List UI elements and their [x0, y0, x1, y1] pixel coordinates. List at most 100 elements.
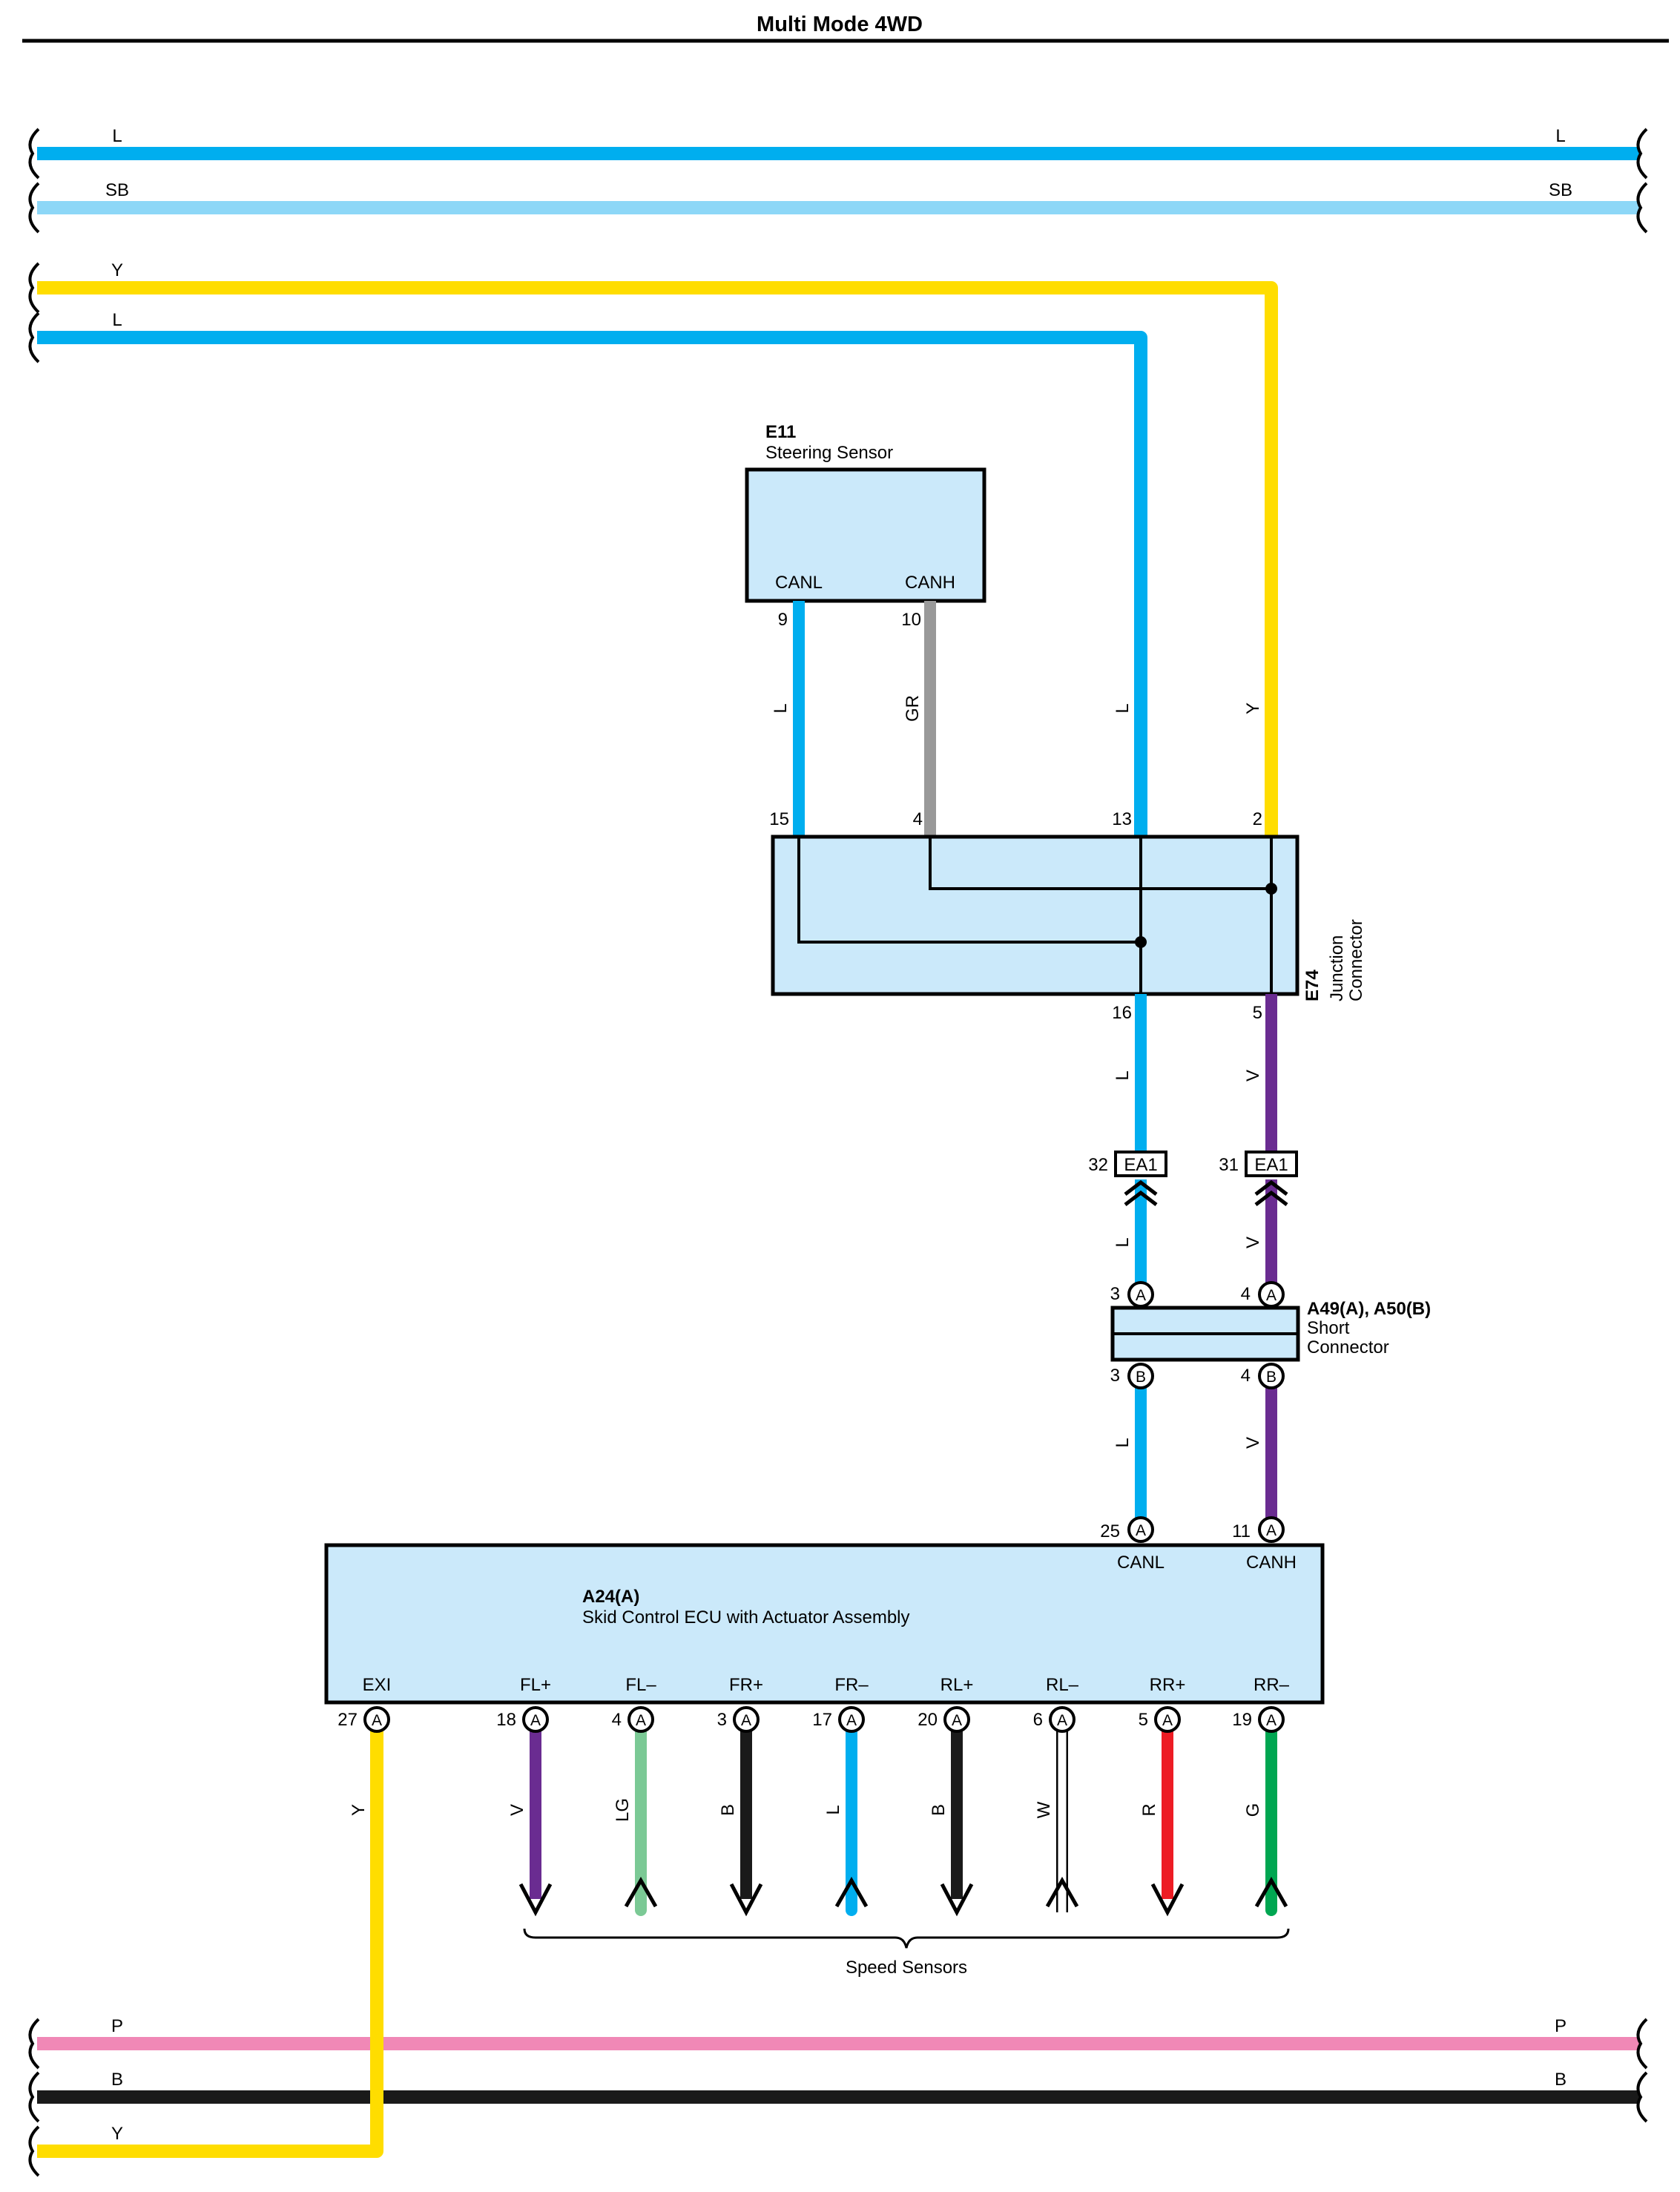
jc-trace-canl: [797, 837, 1141, 944]
pin-marker: A: [1154, 1706, 1181, 1733]
wavy-break-icon: [1636, 128, 1648, 180]
jc-splice-dot: [1265, 883, 1277, 895]
wire-code-l-right: L: [1113, 703, 1133, 713]
svg-text:A: A: [1266, 1287, 1277, 1304]
wavy-break-icon: [28, 2125, 40, 2177]
skid-control-ecu: A24(A) Skid Control ECU with Actuator As…: [324, 1521, 1325, 1705]
ea1-label-left: EA1: [1124, 1155, 1157, 1175]
ecu-box: [324, 1543, 1325, 1705]
svg-text:A: A: [1136, 1522, 1146, 1539]
sensor-wire-code: B: [929, 1804, 949, 1816]
ecu-pin-label: FL–: [625, 1675, 656, 1695]
svg-text:B: B: [1136, 1369, 1146, 1386]
ea1-box-right: [1245, 1151, 1298, 1177]
wavy-break-icon: [28, 182, 40, 234]
wire-code-v-ea1: V: [1243, 1237, 1263, 1248]
feed-wire-exi: [37, 1719, 383, 2158]
wavy-break-icon: [1636, 2071, 1648, 2123]
ecu-pin-label: RL+: [941, 1675, 974, 1695]
wire-code-v: V: [1243, 1070, 1263, 1082]
ecu-pin-number: 27: [337, 1710, 358, 1730]
steering-pin-canl-label: CANL: [775, 573, 823, 593]
wire-code-l-sc: L: [1113, 1438, 1133, 1447]
feed-wires: Y L Y: [28, 260, 1278, 2177]
ecu-bottom-pins: A27EXIYA18FL+VA4FL–LGA3FR+BA17FR–LA20RL+…: [337, 1675, 1290, 1917]
speed-sensors-brace: [523, 1928, 1290, 1949]
pin-marker: A: [1049, 1706, 1075, 1733]
sensor-wire-code: Y: [349, 1804, 369, 1816]
speed-sensors-label: Speed Sensors: [846, 1958, 967, 1978]
e11-wires: 9 10 L GR: [771, 601, 936, 837]
svg-text:A: A: [952, 1712, 962, 1729]
sc-pin-4b: 4: [1241, 1366, 1251, 1386]
ea1-chevron-icon: [1254, 1179, 1288, 1206]
ecu-label-canl: CANL: [1117, 1553, 1165, 1573]
steering-sensor-id: E11: [765, 422, 796, 442]
wire-code-l-canl: L: [771, 703, 791, 713]
sensor-wire-code: G: [1243, 1803, 1263, 1817]
ecu-pin-number: 5: [1139, 1710, 1148, 1730]
pin-marker: A: [838, 1706, 865, 1733]
junction-connector-id: E74: [1302, 970, 1322, 1001]
wavy-break-icon: [28, 2071, 40, 2123]
pin-marker: A: [363, 1706, 390, 1733]
ecu-pin-number: 17: [812, 1710, 832, 1730]
ecu-label-canh: CANH: [1246, 1553, 1297, 1573]
wire-code-y-right: Y: [1243, 702, 1263, 714]
jc-trace-canh: [929, 837, 1271, 890]
wavy-break-icon: [28, 128, 40, 180]
arrow-up-icon: [834, 1876, 869, 1908]
wavy-break-icon: [1636, 2018, 1648, 2070]
svg-text:A: A: [636, 1712, 646, 1729]
svg-text:A: A: [372, 1712, 382, 1729]
ecu-id: A24(A): [582, 1587, 639, 1607]
bus-code-right: P: [1555, 2016, 1567, 2036]
svg-text:A: A: [1136, 1287, 1146, 1304]
ecu-pin-label: FL+: [520, 1675, 551, 1695]
ecu-pin-label: EXI: [363, 1675, 392, 1695]
ecu-pin-number: 6: [1033, 1710, 1043, 1730]
feed-code: L: [112, 310, 122, 330]
short-connector-name-1: Short: [1307, 1318, 1350, 1338]
svg-text:A: A: [530, 1712, 541, 1729]
ecu-pin-25: 25: [1100, 1521, 1120, 1541]
ecu-pin-label: RR–: [1254, 1675, 1290, 1695]
ecu-pin-number: 18: [496, 1710, 516, 1730]
ea1-label-right: EA1: [1254, 1155, 1288, 1175]
short-connector-name-2: Connector: [1307, 1337, 1389, 1357]
arrow-down-icon: [729, 1883, 763, 1917]
svg-text:A: A: [741, 1712, 751, 1729]
ecu-pin-11: 11: [1232, 1521, 1251, 1541]
short-connector-id: A49(A), A50(B): [1307, 1299, 1431, 1319]
bus-code-left: B: [111, 2070, 123, 2090]
ea1-pin-32: 32: [1088, 1155, 1108, 1175]
junction-connector-name-2: Connector: [1346, 919, 1366, 1001]
pin-marker: A: [1258, 1516, 1285, 1543]
ecu-pin-number: 19: [1232, 1710, 1252, 1730]
svg-text:A: A: [846, 1712, 857, 1729]
wavy-break-icon: [28, 2018, 40, 2070]
short-connector: 3 4 3 4 A49(A), A50(B) Short Connector L…: [1110, 1284, 1432, 1449]
ea1-chevron-icon: [1124, 1179, 1158, 1206]
sensor-wire-code: V: [507, 1804, 527, 1816]
junction-connector-name-1: Junction: [1327, 935, 1347, 1001]
jc-pin-15: 15: [769, 809, 789, 829]
ecu-pin-number: 3: [717, 1710, 727, 1730]
steering-sensor: E11 Steering Sensor CANL CANH: [745, 422, 986, 603]
pin-9: 9: [778, 610, 788, 630]
ecu-pin-label: FR+: [729, 1675, 763, 1695]
sc-pin-3b: 3: [1110, 1366, 1120, 1386]
feed-code: Y: [111, 2124, 123, 2144]
wavy-break-icon: [28, 312, 40, 363]
arrow-down-icon: [940, 1883, 974, 1917]
jc-pin-4: 4: [913, 809, 923, 829]
junction-connector: 15 4 13 2 16 5 E74 Junction Connector: [769, 809, 1366, 1023]
arrow-up-icon: [1045, 1876, 1079, 1908]
wire-code-gr: GR: [903, 695, 923, 722]
pin-marker: A: [1258, 1706, 1285, 1733]
wire-code-v-sc: V: [1243, 1437, 1263, 1449]
wavy-break-icon: [1636, 182, 1648, 234]
sensor-wire-code: LG: [613, 1798, 633, 1822]
